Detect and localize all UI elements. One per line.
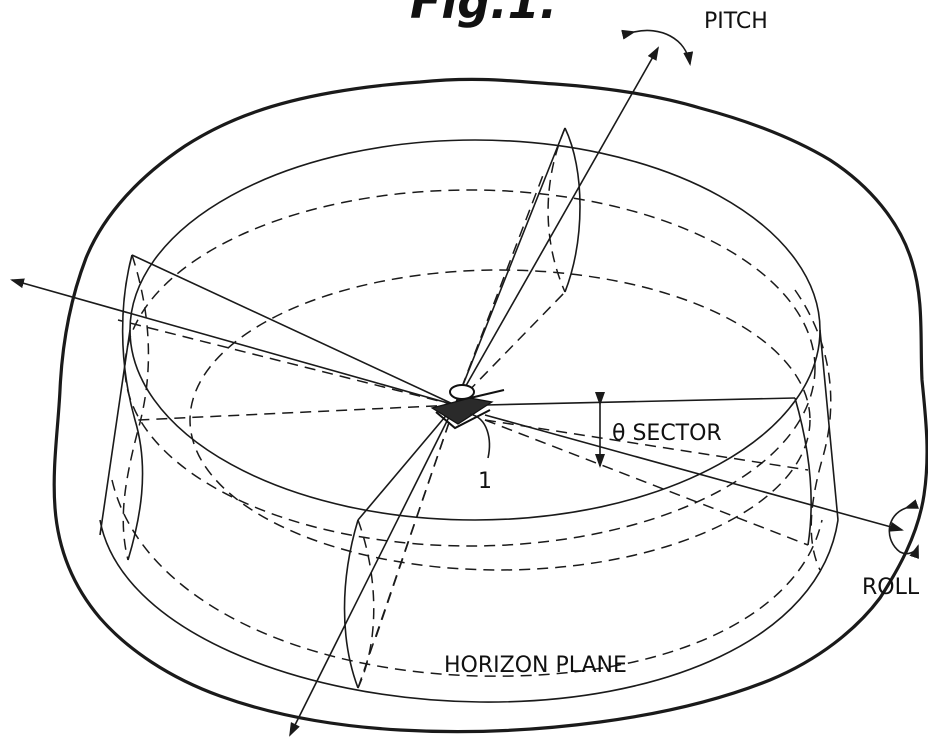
roll-ray-left-mid [117,319,456,406]
upper-cylinder-rim [129,139,821,521]
pitch-axis-arrow [454,46,659,406]
roll-ray-left-top [131,254,456,406]
horizon-ellipse [189,269,811,571]
roll-label: ROLL [862,575,920,600]
left-sector-dashed [122,254,150,561]
cylinder-left-side [99,329,131,536]
figure-title: Fig.1. [410,0,557,29]
pitch-ray-top-1 [454,127,566,406]
pitch-ray-top-3 [454,169,546,406]
upper-dashed-ellipse [124,189,816,547]
roll-ray-left-low [137,404,456,421]
roll-axis-right-arrow [484,414,904,532]
right-sector-outline [794,397,812,546]
theta-sector-label: θ SECTOR [612,421,722,446]
pitch-sector-upper-solid [564,127,581,293]
pitch-label: PITCH [704,9,768,34]
vehicle-icon [430,384,505,430]
pitch-ray-bottom-3 [374,404,456,641]
roll-ray-right-low [484,419,809,546]
pitch-ray-top-2 [454,291,566,406]
vehicle-reference-number: 1 [478,469,492,494]
cylinder-right-side [819,329,839,521]
vehicle-leader-line [469,413,491,459]
roll-ray-right-top [484,397,796,406]
lower-cylinder-rim [99,519,839,703]
outer-horizon-boundary [52,77,928,734]
roll-rotation-arrow [888,499,919,559]
pitch-sector-upper-dashed [547,127,566,293]
left-sector-outline [121,254,144,561]
horizon-plane-label: HORIZON PLANE [444,653,627,678]
pitch-axis-lower [289,404,456,737]
lower-dashed-arc [111,479,823,677]
right-sector-dashed [794,289,832,571]
pitch-ray-bottom-1 [357,404,456,521]
roll-ray-right-mid [484,419,809,471]
pitch-rotation-arrow [621,29,694,66]
roll-axis-left-arrow [10,278,456,406]
pitch-sector-lower-solid [343,519,359,689]
